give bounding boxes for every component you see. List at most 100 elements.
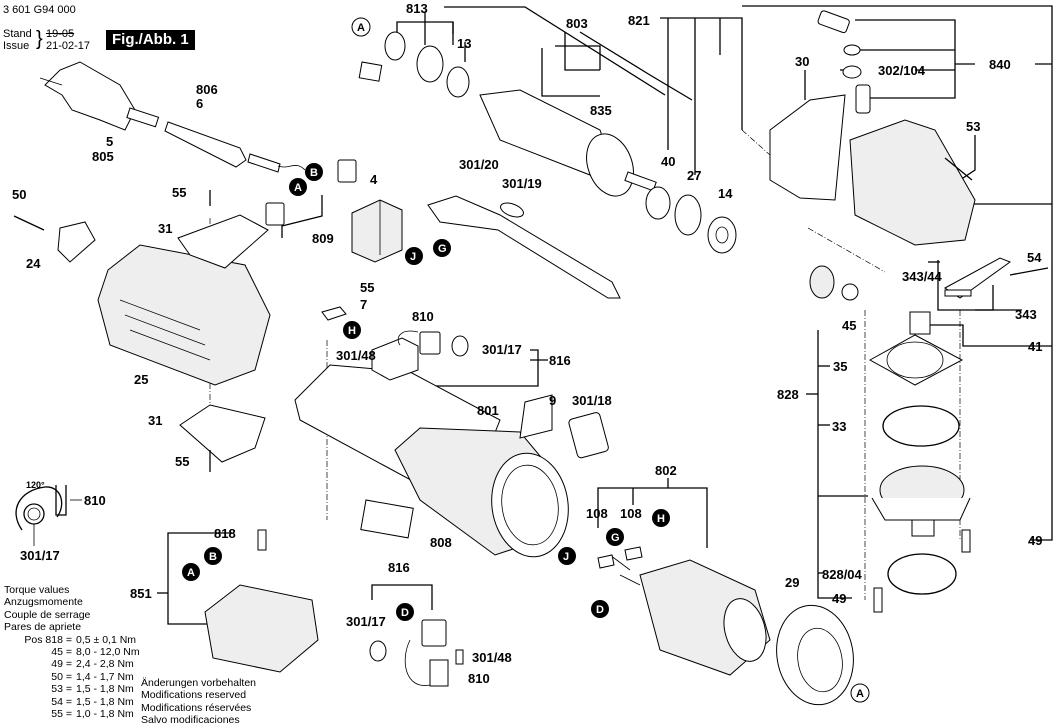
stand-label: Stand <box>3 28 32 40</box>
label-50: 50 <box>12 187 26 202</box>
label-30: 30 <box>795 54 809 69</box>
label-spring-810: 810 <box>84 493 106 508</box>
part-fan-baffle-29 <box>776 604 854 706</box>
label-49a: 49 <box>1028 533 1042 548</box>
part-stator-802 <box>597 546 771 676</box>
label-301-19: 301/19 <box>502 176 542 191</box>
callout-d-stator: D <box>591 600 609 618</box>
old-date: 19-05 <box>46 28 75 40</box>
part-number: 3 601 G94 000 <box>3 4 76 16</box>
torque-row: 50 =1,4 - 1,7 Nm <box>51 670 134 683</box>
label-808: 808 <box>430 535 452 550</box>
callout-b-top: B <box>305 163 323 181</box>
label-45: 45 <box>842 318 856 333</box>
label-813: 813 <box>406 1 428 16</box>
part-plug <box>39 61 160 131</box>
label-809: 809 <box>312 231 334 246</box>
svg-text:J: J <box>410 251 416 263</box>
torque-title-en: Torque values <box>4 584 70 596</box>
label-9: 9 <box>549 393 556 408</box>
torque-row: 45 =8,0 - 12,0 Nm <box>51 646 140 659</box>
label-343: 343 <box>1015 307 1037 322</box>
label-301-48a: 301/48 <box>336 348 376 363</box>
part-retaining-rings <box>645 186 737 254</box>
part-oring-828-04 <box>887 553 957 595</box>
label-828-04: 828/04 <box>822 567 863 582</box>
label-55b: 55 <box>175 454 189 469</box>
label-5: 5 <box>106 134 113 149</box>
callout-h-brush: H <box>343 321 361 339</box>
note-fr: Modifications réservées <box>141 701 252 714</box>
label-821: 821 <box>628 13 650 28</box>
label-41: 41 <box>1028 339 1042 354</box>
svg-text:A: A <box>357 22 365 34</box>
part-spring-detail <box>15 485 82 546</box>
callout-b-cover: B <box>204 547 222 565</box>
part-cable-sleeve <box>164 121 306 173</box>
label-35: 35 <box>833 359 847 374</box>
label-343-44: 343/44 <box>902 269 943 284</box>
label-301-48b: 301/48 <box>472 650 512 665</box>
note-en: Modifications reserved <box>141 689 247 702</box>
label-301-18: 301/18 <box>572 393 612 408</box>
part-oring-33 <box>882 405 960 447</box>
label-29: 29 <box>785 575 799 590</box>
spring-detail-labels: 120° 810 301/17 <box>20 480 106 563</box>
svg-text:D: D <box>596 604 604 616</box>
torque-title-es: Pares de apriete <box>4 621 82 634</box>
label-108a: 108 <box>586 506 608 521</box>
note-de: Änderungen vorbehalten <box>141 677 257 689</box>
label-840: 840 <box>989 57 1011 72</box>
svg-text:G: G <box>611 532 620 544</box>
part-switch-rod-301-20 <box>427 195 621 299</box>
torque-values-table: Torque values Anzugsmomente Couple de se… <box>4 584 140 720</box>
svg-text:H: H <box>348 325 356 337</box>
callout-a-open-top: A <box>351 17 371 37</box>
issue-date: 21-02-17 <box>46 40 91 52</box>
label-spring-301-17: 301/17 <box>20 548 60 563</box>
figure-label: Fig./Abb. 1 <box>106 30 195 50</box>
label-40: 40 <box>661 154 675 169</box>
label-6: 6 <box>196 96 203 111</box>
label-24: 24 <box>26 256 41 271</box>
torque-row: 53 =1,5 - 1,8 Nm <box>51 683 134 696</box>
callout-g-stator: G <box>606 528 624 546</box>
svg-text:G: G <box>438 243 447 255</box>
label-301-20: 301/20 <box>459 157 499 172</box>
torque-row: 55 =1,0 - 1,8 Nm <box>51 708 134 721</box>
label-803: 803 <box>566 16 588 31</box>
label-802: 802 <box>655 463 677 478</box>
label-806: 806 <box>196 82 218 97</box>
label-108b: 108 <box>620 506 642 521</box>
callout-a-open-bottom: A <box>850 683 870 703</box>
part-brush-holders-809 <box>265 159 357 226</box>
torque-title-fr: Couple de serrage <box>4 608 91 621</box>
part-handle-25 <box>13 190 271 472</box>
label-816b: 816 <box>388 560 410 575</box>
label-801: 801 <box>477 403 499 418</box>
label-55c: 55 <box>360 280 374 295</box>
label-301-17a: 301/17 <box>482 342 522 357</box>
label-805: 805 <box>92 149 114 164</box>
svg-text:B: B <box>209 551 217 563</box>
torque-row: 49 =2,4 - 2,8 Nm <box>51 658 134 671</box>
label-14: 14 <box>718 186 733 201</box>
callout-d-lower: D <box>396 603 414 621</box>
issue-label: Issue <box>3 40 30 52</box>
svg-text:B: B <box>310 167 318 179</box>
label-302-104: 302/104 <box>878 63 926 78</box>
label-53: 53 <box>966 119 980 134</box>
callout-g-switch: G <box>433 239 451 257</box>
label-301-17b: 301/17 <box>346 614 386 629</box>
svg-text:J: J <box>563 551 569 563</box>
callout-a-top: A <box>289 178 307 196</box>
callout-j-switch: J <box>405 247 423 265</box>
part-motor-housing <box>294 364 609 558</box>
label-7: 7 <box>360 297 367 312</box>
svg-text:A: A <box>187 567 195 579</box>
modification-notes: Änderungen vorbehalten Modifications res… <box>141 677 256 727</box>
svg-text:H: H <box>657 513 665 525</box>
part-armature <box>479 89 657 197</box>
